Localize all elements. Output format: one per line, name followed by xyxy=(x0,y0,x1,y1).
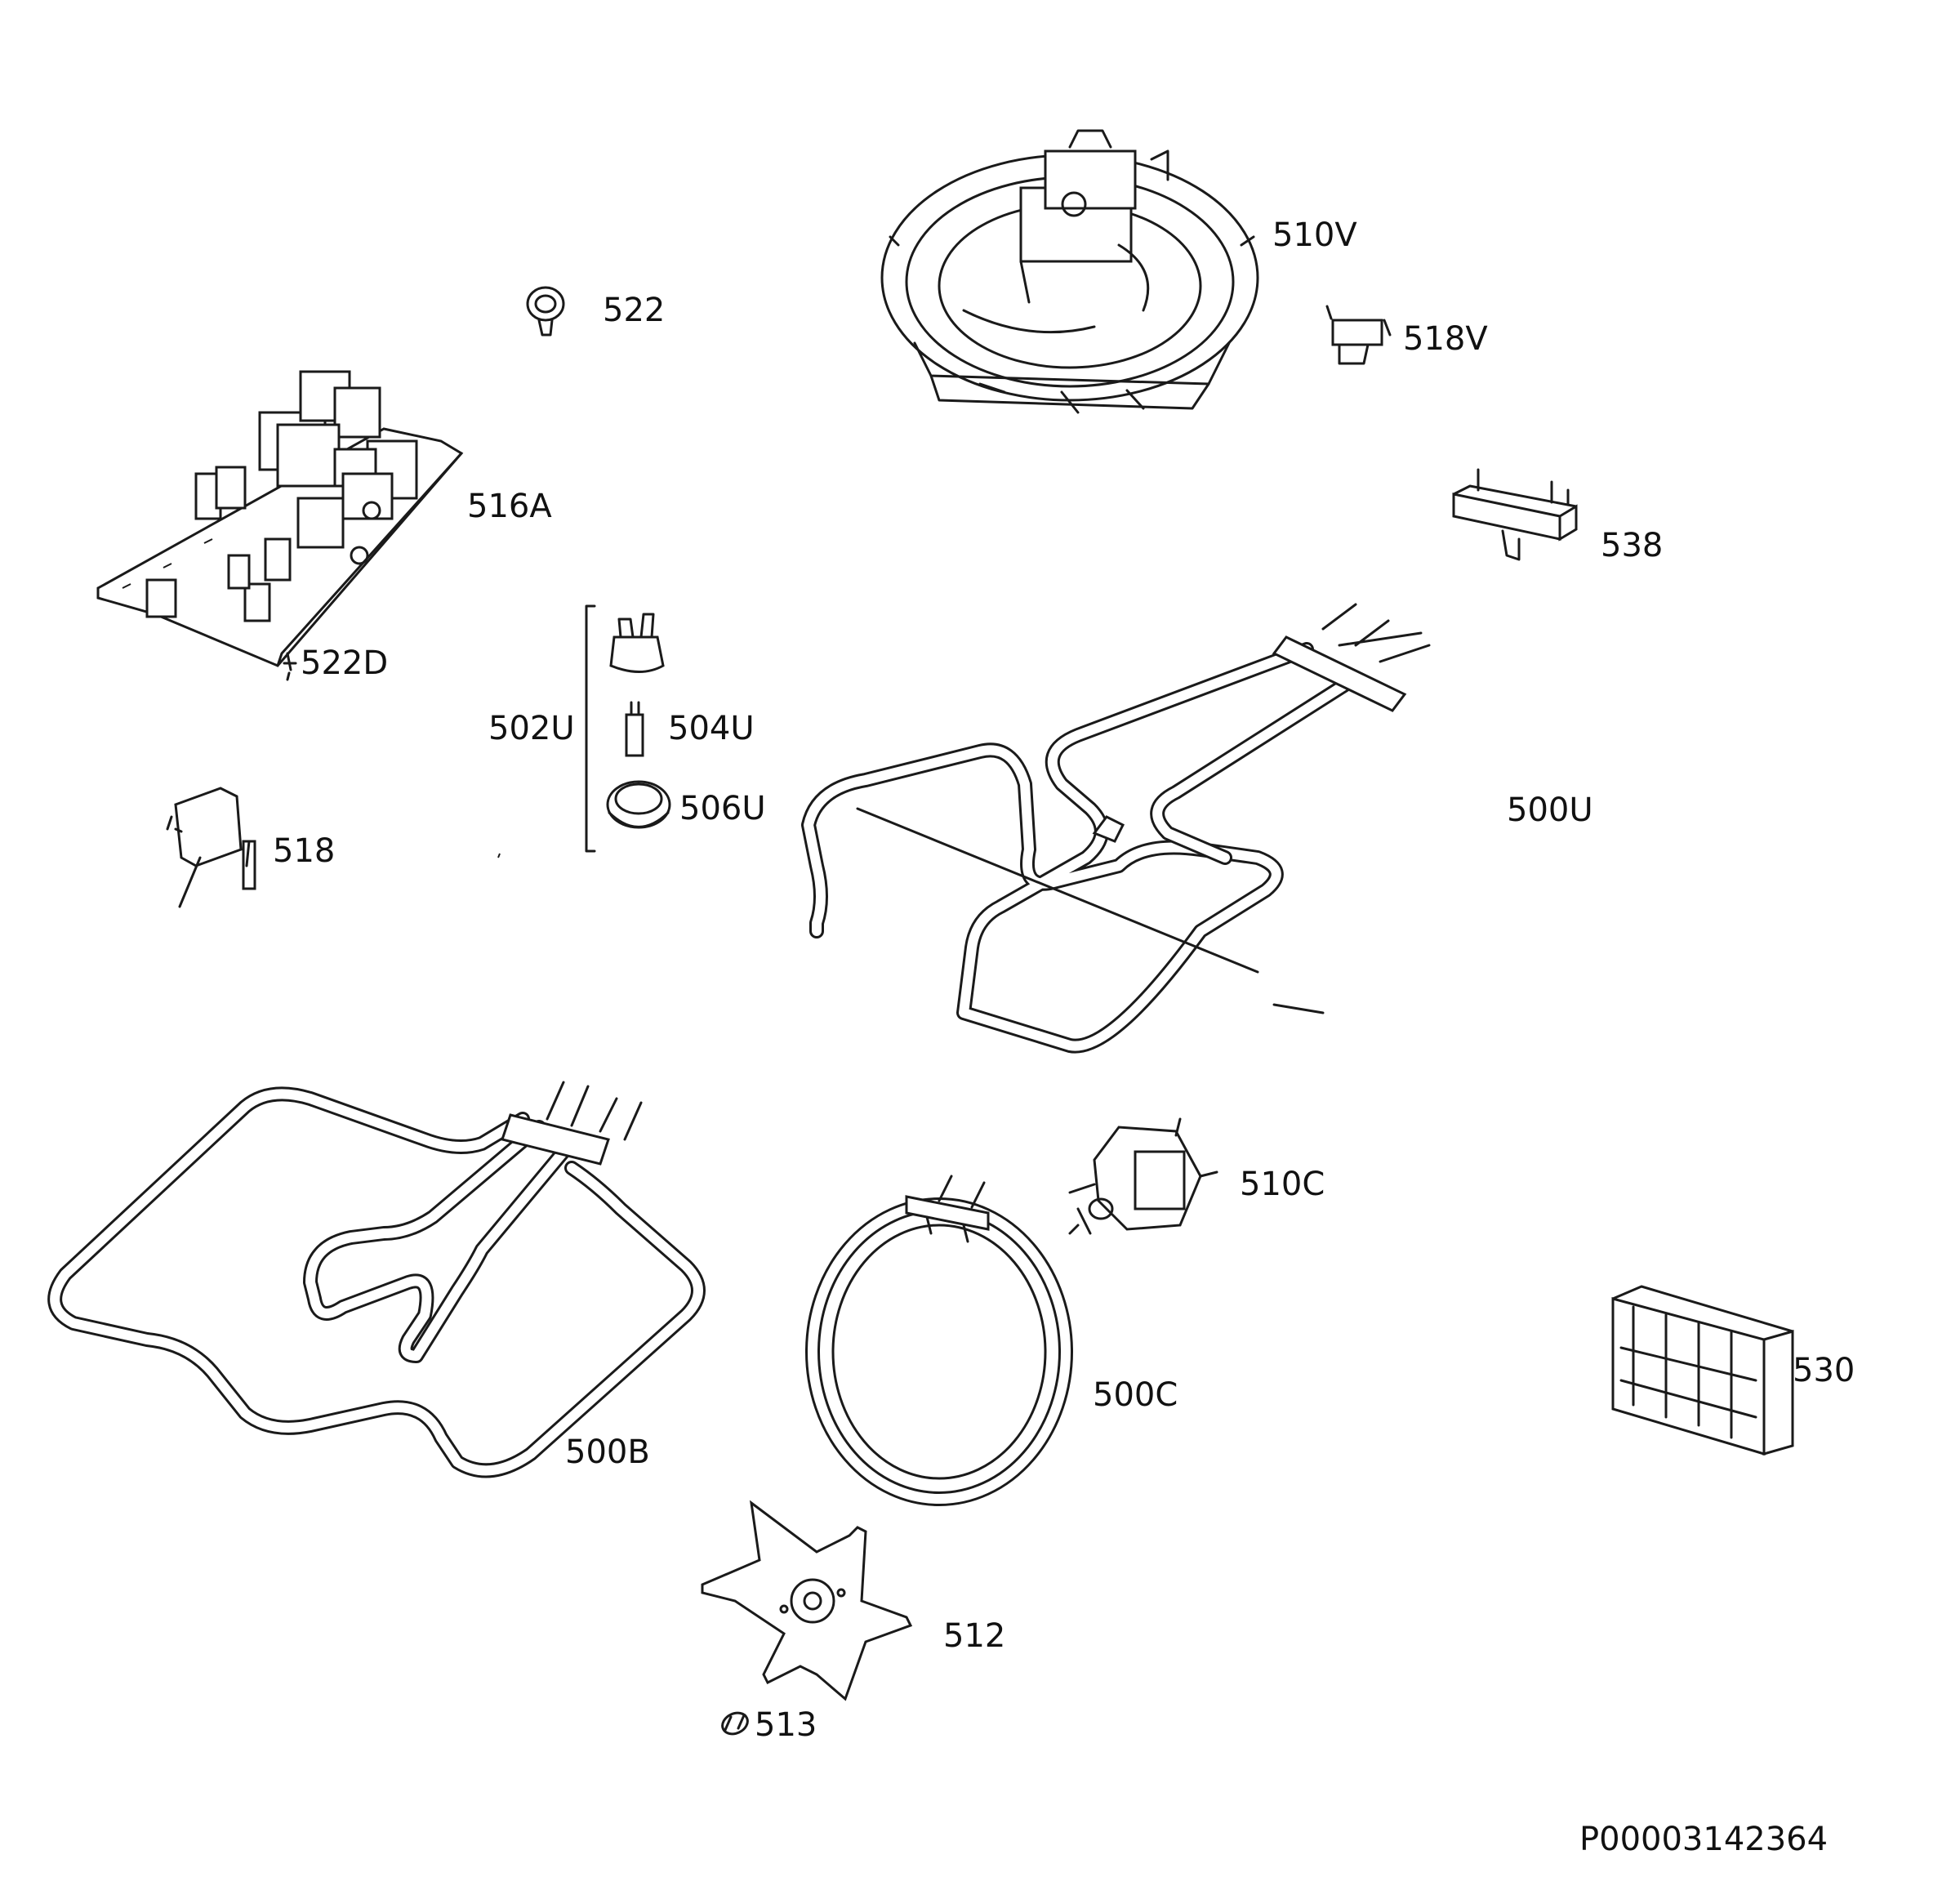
part-500u-grill-element xyxy=(801,603,1431,1054)
label-522d: 522D xyxy=(301,644,389,682)
label-510v: 510V xyxy=(1272,216,1357,254)
label-500c: 500C xyxy=(1093,1376,1178,1414)
part-502u-bracket xyxy=(585,604,596,853)
document-id: P00003142364 xyxy=(1579,1821,1829,1858)
part-516a-control-board xyxy=(96,370,464,667)
part-510v-fan-motor xyxy=(880,129,1259,414)
part-538-terminal-block xyxy=(1452,468,1578,561)
label-502u: 502U xyxy=(488,710,575,747)
label-513: 513 xyxy=(755,1706,817,1744)
label-522: 522 xyxy=(603,292,666,329)
label-506u: 506U xyxy=(679,790,766,827)
part-512-fan-blade xyxy=(701,1500,913,1701)
part-530-connector xyxy=(1611,1285,1794,1456)
label-500b: 500B xyxy=(565,1433,650,1471)
part-522d-sensor xyxy=(283,652,297,681)
label-538: 538 xyxy=(1601,527,1664,564)
label-516a: 516A xyxy=(467,488,552,525)
leader-lines xyxy=(497,853,501,858)
part-500c-ring-element xyxy=(805,1175,1073,1506)
part-500b-bottom-element xyxy=(47,1081,706,1478)
part-504u-bulb xyxy=(609,613,665,757)
label-518v: 518V xyxy=(1403,320,1488,358)
label-510c: 510C xyxy=(1240,1166,1325,1203)
label-504u: 504U xyxy=(668,710,755,747)
label-512: 512 xyxy=(943,1617,1006,1655)
label-500u: 500U xyxy=(1507,791,1593,829)
part-518-door-switch xyxy=(166,787,256,908)
part-518v-thermostat xyxy=(1325,305,1392,365)
label-518: 518 xyxy=(273,832,336,870)
part-522-clip xyxy=(526,286,565,337)
part-506u-lamp-cover xyxy=(606,780,671,829)
label-530: 530 xyxy=(1793,1352,1855,1389)
part-513-nut xyxy=(721,1711,749,1736)
part-510c-motor xyxy=(1068,1117,1218,1235)
